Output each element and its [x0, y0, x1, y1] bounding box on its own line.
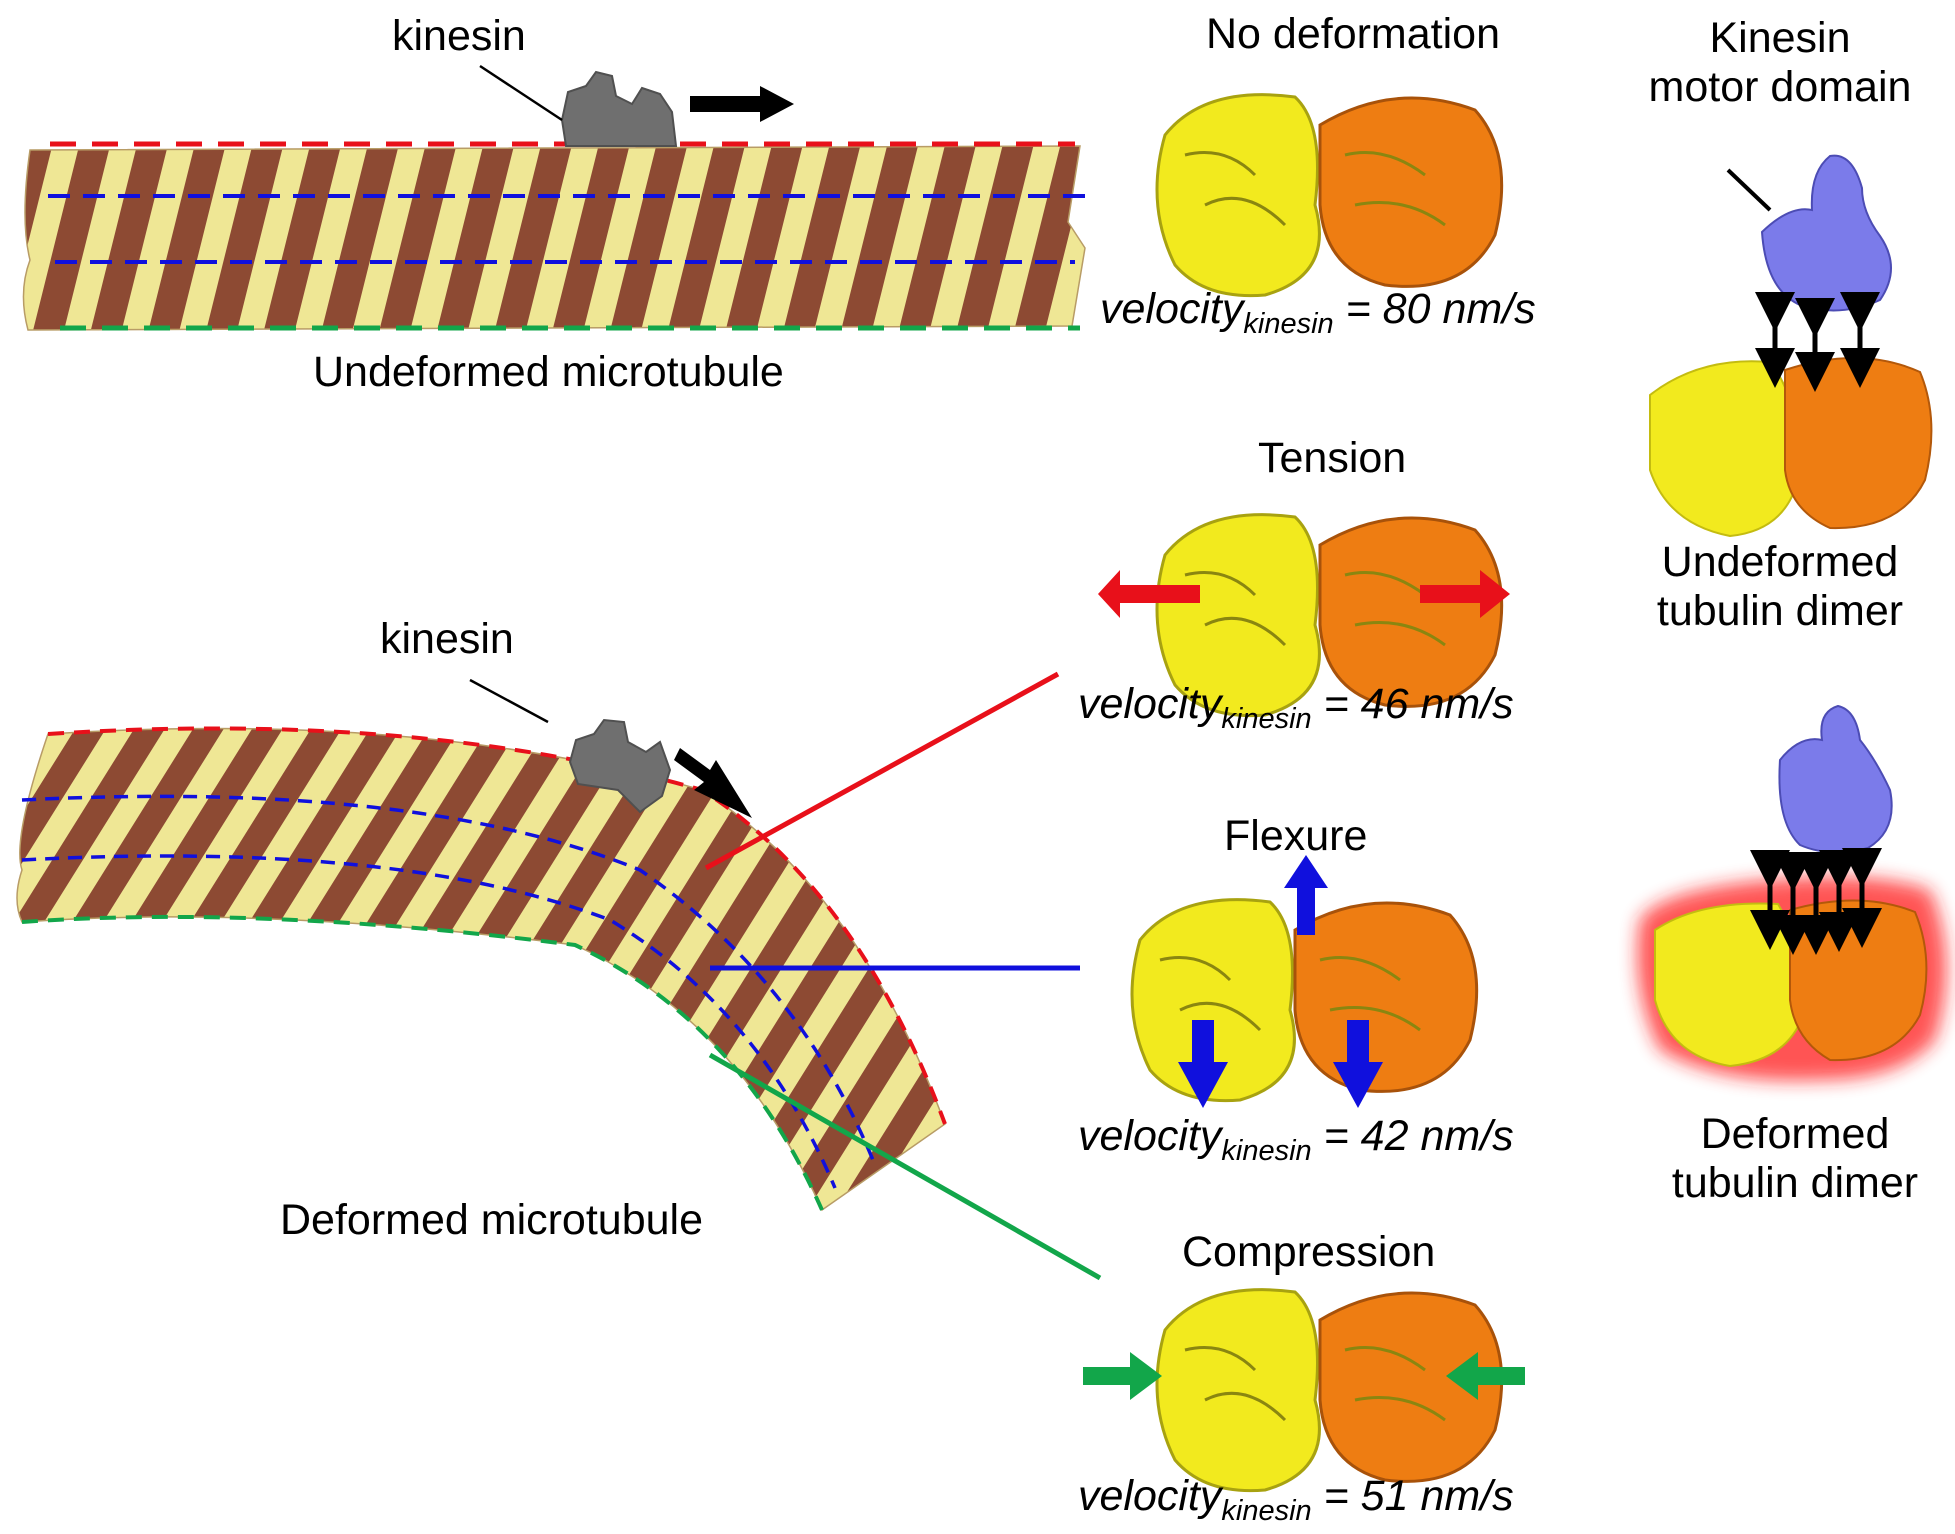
beta-tubulin-ribbon: [1293, 901, 1479, 1093]
compression-label: Compression: [1182, 1228, 1436, 1276]
no-deformation-label: No deformation: [1206, 10, 1500, 58]
kinesin-pointer-top: [479, 64, 563, 122]
kinesin-label-top: kinesin: [392, 12, 526, 60]
flexure-arrow-down-left: [1178, 1020, 1228, 1108]
binding-arrows-undeformed: [1755, 292, 1880, 392]
label-line: Deformed: [1700, 1110, 1890, 1158]
kinesin-motor-domain-surface-deformed: [1778, 704, 1893, 854]
surface-undeformed: [1649, 154, 1933, 538]
label-line: Undeformed: [1661, 538, 1899, 586]
microtubule-body: [22, 145, 1086, 331]
direction-arrow-bottom: [674, 748, 752, 818]
alpha-tubulin-ribbon: [1155, 93, 1321, 298]
compression-arrow-left: [1083, 1352, 1162, 1400]
velocity-value: = 80 nm/s: [1345, 285, 1536, 333]
undeformed-microtubule-label: Undeformed microtubule: [313, 348, 784, 396]
flexure-label: Flexure: [1224, 812, 1368, 860]
flexure-arrow-down-right: [1333, 1020, 1383, 1108]
velocity-subscript: kinesin: [1221, 1495, 1312, 1527]
velocity-tension: velocitykinesin = 46 nm/s: [1078, 680, 1514, 736]
undeformed-tubulin-dimer-label: Undeformed tubulin dimer: [1630, 538, 1930, 637]
compression-curve: [21, 914, 824, 1211]
tension-arrow-left: [1098, 570, 1200, 618]
velocity-no-deformation: velocitykinesin = 80 nm/s: [1100, 285, 1536, 341]
velocity-value: = 42 nm/s: [1323, 1112, 1514, 1160]
beta-tubulin-ribbon: [1318, 516, 1504, 708]
kinesin-pointer-bottom: [469, 678, 549, 724]
deformed-microtubule-label: Deformed microtubule: [280, 1196, 704, 1244]
dimer-no-deformation: [1155, 93, 1504, 298]
flexure-curve-1: [21, 794, 877, 1166]
compression-arrow-right: [1446, 1352, 1525, 1400]
velocity-value: = 46 nm/s: [1323, 680, 1514, 728]
alpha-tubulin-surface: [1649, 360, 1802, 538]
tension-arrow-right: [1420, 570, 1510, 618]
flexure-arrow-up: [1284, 855, 1328, 935]
surface-deformed: [1637, 704, 1947, 1081]
direction-arrow-top: [690, 86, 794, 122]
label-line: Kinesin: [1709, 14, 1851, 62]
deformed-microtubule: [16, 671, 1102, 1281]
alpha-tubulin-ribbon: [1155, 1288, 1321, 1493]
velocity-word: velocity: [1078, 1472, 1222, 1520]
compression-connector-line: [708, 1052, 1102, 1281]
velocity-subscript: kinesin: [1243, 308, 1334, 340]
label-line: tubulin dimer: [1656, 587, 1904, 636]
alpha-tubulin-surface-deformed: [1654, 902, 1807, 1068]
velocity-compression: velocitykinesin = 51 nm/s: [1078, 1472, 1514, 1528]
kinesin-motor-domain-label: Kinesin motor domain: [1630, 14, 1930, 113]
deformed-tubulin-dimer-label: Deformed tubulin dimer: [1645, 1110, 1945, 1209]
beta-tubulin-ribbon: [1318, 1291, 1504, 1483]
tension-connector-line: [704, 671, 1060, 871]
deformed-microtubule-body: [16, 727, 946, 1212]
alpha-tubulin-ribbon: [1155, 513, 1321, 718]
secondary-structure-detail: [1184, 1346, 1446, 1422]
secondary-structure-detail: [1184, 151, 1446, 227]
kinesin-molecule-top: [560, 70, 678, 147]
tension-curve: [47, 726, 947, 1125]
dimer-flexure: [1130, 898, 1479, 1103]
beta-tubulin-surface: [1784, 357, 1933, 530]
alpha-tubulin-ribbon: [1130, 898, 1296, 1103]
motor-domain-pointer: [1726, 168, 1772, 212]
velocity-word: velocity: [1078, 680, 1222, 728]
velocity-subscript: kinesin: [1221, 1135, 1312, 1167]
flexure-curve-2: [21, 854, 837, 1189]
beta-tubulin-ribbon: [1318, 96, 1504, 288]
velocity-word: velocity: [1100, 285, 1244, 333]
undeformed-microtubule: [22, 64, 1092, 331]
label-line: motor domain: [1648, 63, 1912, 112]
secondary-structure-detail: [1159, 956, 1421, 1032]
velocity-value: = 51 nm/s: [1323, 1472, 1514, 1520]
kinesin-molecule-bottom: [568, 718, 672, 814]
dimer-compression: [1155, 1288, 1504, 1493]
dimer-tension: [1155, 513, 1504, 718]
velocity-word: velocity: [1078, 1112, 1222, 1160]
velocity-subscript: kinesin: [1221, 703, 1312, 735]
kinesin-motor-domain-surface: [1760, 154, 1892, 312]
binding-arrows-deformed: [1750, 848, 1882, 955]
label-line: tubulin dimer: [1671, 1159, 1919, 1208]
kinesin-label-bottom: kinesin: [380, 615, 514, 663]
tension-label: Tension: [1258, 434, 1407, 482]
velocity-flexure: velocitykinesin = 42 nm/s: [1078, 1112, 1514, 1168]
secondary-structure-detail: [1184, 571, 1446, 647]
